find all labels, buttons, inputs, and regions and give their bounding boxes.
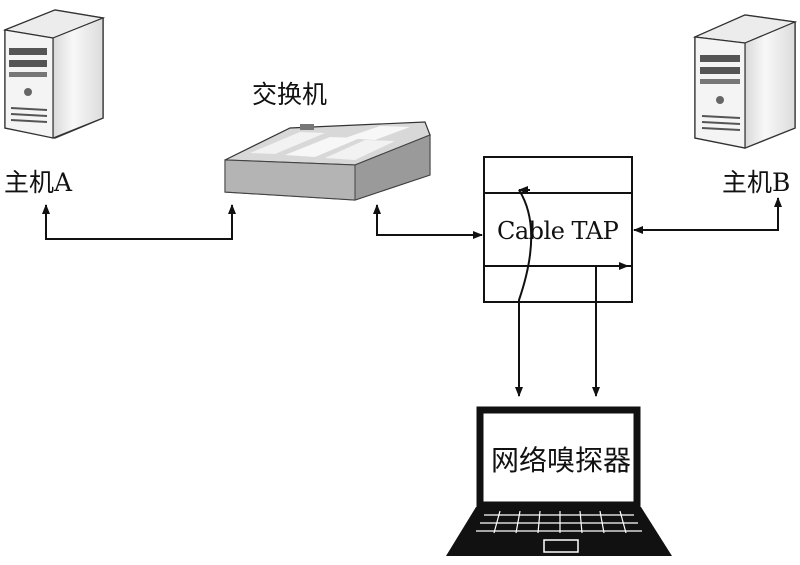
host-b-label: 主机B: [722, 168, 791, 197]
cable-tap-label: Cable TAP: [497, 217, 619, 245]
switch-label: 交换机: [252, 80, 328, 109]
link-host-a-switch: [42, 204, 236, 240]
host-b-server-icon: [692, 14, 798, 149]
link-switch-tap: [373, 204, 483, 239]
tap-mirror-lines: [515, 186, 629, 397]
sniffer-label: 网络嗅探器: [491, 444, 632, 477]
cable-tap-box: [483, 156, 633, 303]
switch-icon: [224, 121, 431, 201]
host-a-server-icon: [2, 9, 106, 139]
host-a-label: 主机A: [4, 168, 73, 197]
sniffer-laptop-icon: [446, 406, 672, 556]
link-tap-host-b: [633, 197, 782, 234]
